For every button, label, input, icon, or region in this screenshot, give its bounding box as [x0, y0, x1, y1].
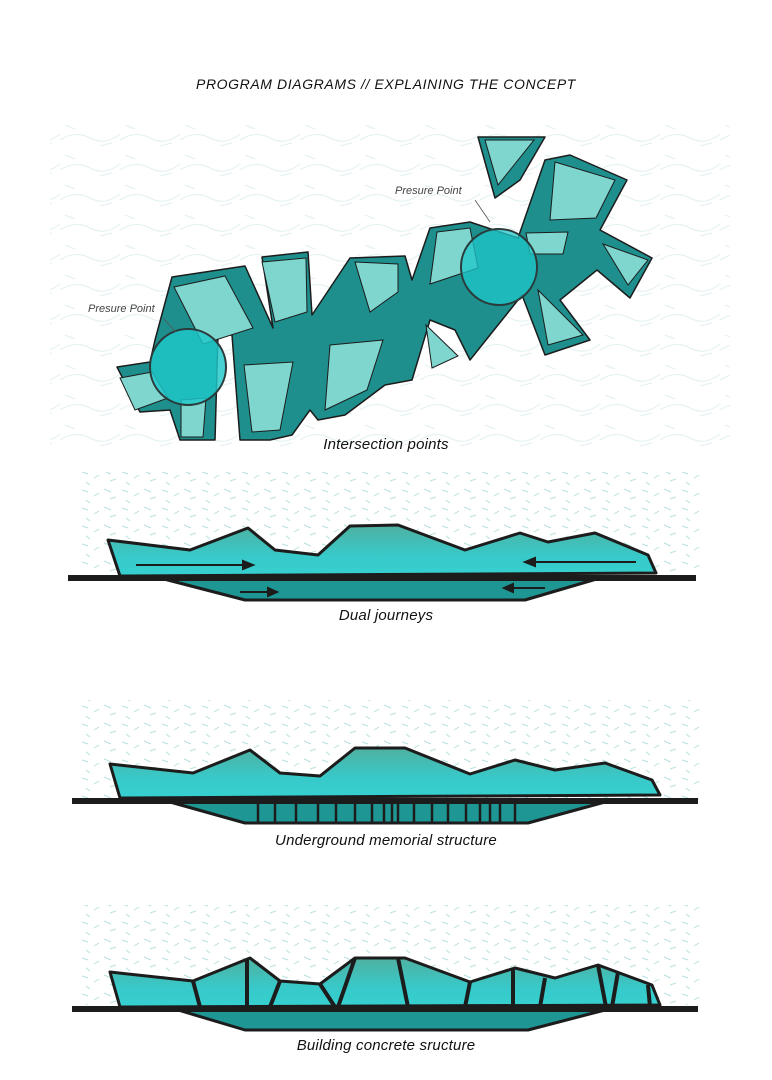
- journey-arrows: [136, 556, 636, 598]
- underground-volume: [176, 1008, 607, 1032]
- caption-intersection-points: Intersection points: [323, 436, 449, 453]
- caption-concrete-structure: Building concrete sructure: [296, 1037, 476, 1054]
- leader-line-left: [162, 317, 177, 333]
- caption-dual-journeys: Dual journeys: [338, 607, 434, 624]
- above-ground-volume: [108, 746, 662, 800]
- caption-memorial-structure: Underground memorial structure: [275, 832, 497, 849]
- arrow-right-lower: [267, 586, 280, 598]
- pressure-point-label-right: Presure Point: [395, 185, 462, 197]
- memorial-ribs: [256, 804, 517, 822]
- section-memorial: [72, 700, 700, 825]
- section-concrete: [72, 905, 700, 1032]
- section-dual-journeys: [68, 472, 700, 602]
- underground-volume: [168, 800, 607, 825]
- pressure-point-circle-right: [460, 228, 538, 306]
- page-title: PROGRAM DIAGRAMS // EXPLAINING THE CONCE…: [196, 76, 576, 92]
- plan-diagram: [50, 125, 730, 455]
- leader-line-right: [474, 199, 491, 223]
- structure-walls: [191, 957, 652, 1009]
- arrow-left-lower: [501, 582, 514, 594]
- pressure-point-circle-left: [149, 328, 227, 406]
- arrow-left-upper: [522, 556, 536, 568]
- arrow-right-upper: [242, 559, 256, 571]
- pressure-point-label-left: Presure Point: [88, 303, 155, 315]
